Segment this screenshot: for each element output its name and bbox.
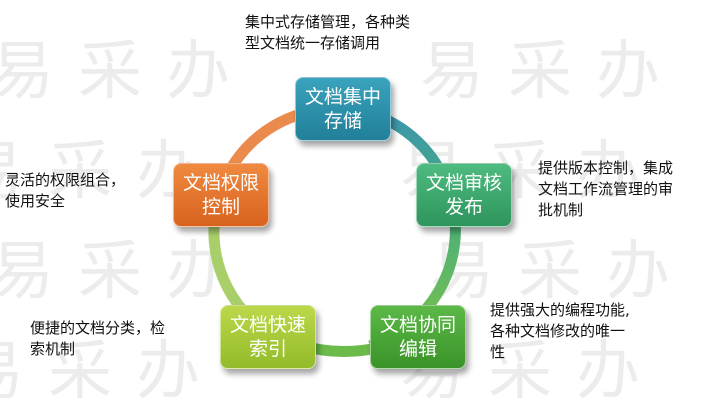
node-central-storage: 文档集中 存储: [295, 77, 391, 141]
node-collaborative-edit: 文档协同 编辑: [370, 305, 466, 369]
desc-collaborative-edit: 提供强大的编程功能, 各种文档修改的唯一 性: [490, 301, 630, 361]
desc-review-publish: 提供版本控制，集成 文档工作流管理的审 批机制: [538, 159, 674, 219]
node-label: 文档快速 索引: [229, 314, 306, 360]
node-label: 文档权限 控制: [182, 172, 259, 218]
node-label: 文档协同 编辑: [379, 314, 456, 360]
node-permission-control: 文档权限 控制: [173, 163, 269, 227]
desc-quick-index: 便捷的文档分类，检 索机制: [30, 319, 166, 358]
desc-central-storage: 集中式存储管理，各种类 型文档统一存储调用: [245, 13, 411, 52]
desc-permission-control: 灵活的权限组合， 使用安全: [5, 171, 126, 210]
node-quick-index: 文档快速 索引: [220, 305, 316, 369]
node-label: 文档审核 发布: [425, 172, 502, 218]
node-label: 文档集中 存储: [304, 86, 381, 132]
node-review-publish: 文档审核 发布: [416, 163, 512, 227]
